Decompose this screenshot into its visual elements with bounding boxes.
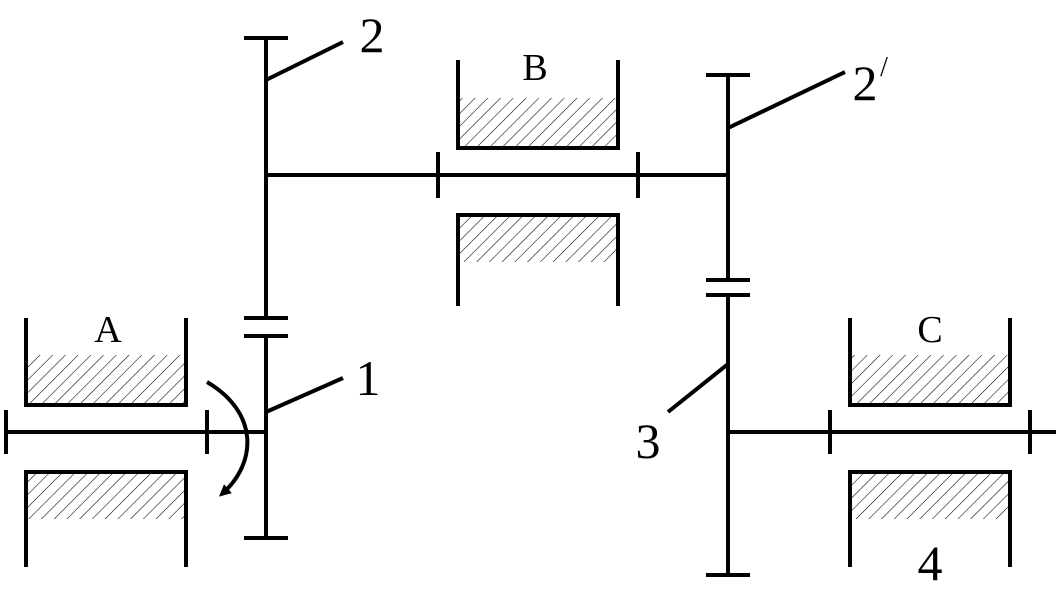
label-gear-4: 4 xyxy=(918,535,943,591)
gear-2-prime xyxy=(706,70,846,282)
bearing-b xyxy=(456,60,620,306)
bearing-a xyxy=(24,318,188,567)
bearing-c xyxy=(848,318,1012,567)
curved-arrow-icon xyxy=(205,380,250,497)
label-prime-mark: / xyxy=(880,52,888,83)
label-gear-3: 3 xyxy=(636,413,661,469)
label-bearing-c: C xyxy=(917,309,942,351)
label-bearing-a: A xyxy=(94,309,122,351)
shaft-b xyxy=(266,152,728,198)
gear-1 xyxy=(244,334,344,540)
gear-3 xyxy=(666,293,750,577)
gear-2 xyxy=(244,36,344,320)
shaft-c xyxy=(728,410,1056,454)
shaft-a xyxy=(4,410,266,454)
label-gear-1: 1 xyxy=(356,350,381,406)
label-gear-2-prime: 2 xyxy=(853,55,878,111)
label-bearing-b: B xyxy=(522,47,547,89)
label-gear-2: 2 xyxy=(360,7,385,63)
